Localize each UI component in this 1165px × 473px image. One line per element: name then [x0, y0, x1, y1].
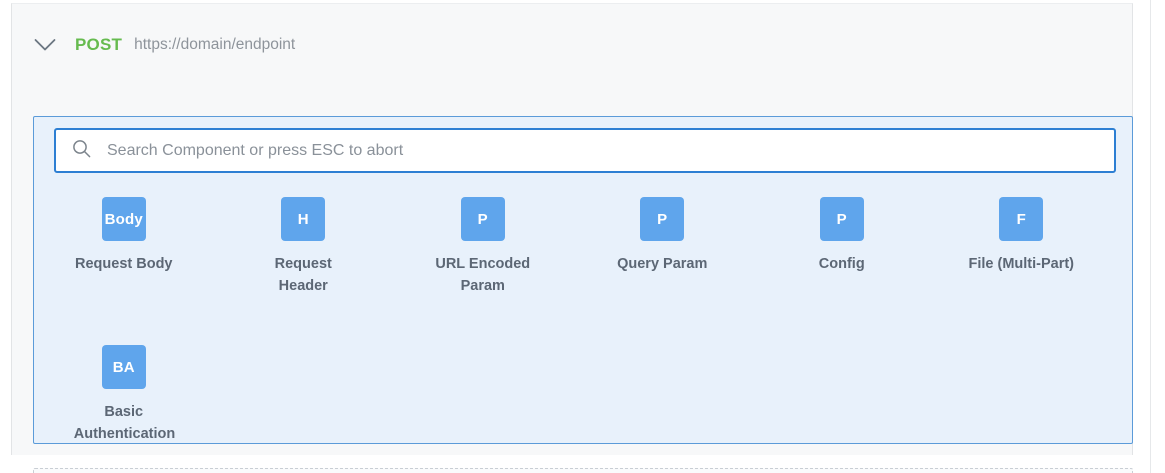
- component-item-config[interactable]: P Config: [752, 197, 932, 297]
- component-label: Request Body: [75, 256, 173, 272]
- component-item-request-header[interactable]: H Request Header: [214, 197, 394, 297]
- component-label: Basic Authentication: [73, 404, 176, 442]
- component-palette-panel: Body Request Body H Request Header P URL…: [33, 116, 1133, 444]
- component-badge: P: [640, 197, 685, 241]
- component-badge: P: [460, 197, 505, 241]
- component-grid-row: BA Basic Authentication: [34, 345, 1134, 445]
- component-item-url-encoded-param[interactable]: P URL Encoded Param: [393, 197, 573, 297]
- component-label: Query Param: [617, 256, 708, 272]
- component-item-file-multi-part[interactable]: F File (Multi-Part): [932, 197, 1112, 297]
- component-badge: BA: [101, 345, 146, 389]
- component-grid: Body Request Body H Request Header P URL…: [34, 197, 1134, 445]
- component-item-query-param[interactable]: P Query Param: [573, 197, 753, 297]
- component-item-basic-authentication[interactable]: BA Basic Authentication: [34, 345, 214, 445]
- component-label: Config: [818, 256, 865, 272]
- request-url: https://domain/endpoint: [134, 36, 296, 53]
- component-badge: P: [819, 197, 864, 241]
- request-header: POST https://domain/endpoint: [11, 3, 1133, 87]
- component-label: Request Header: [274, 256, 332, 294]
- right-divider: [1150, 0, 1151, 473]
- component-badge: F: [999, 197, 1044, 241]
- component-badge: H: [281, 197, 326, 241]
- component-item-request-body[interactable]: Body Request Body: [34, 197, 214, 297]
- component-grid-row: Body Request Body H Request Header P URL…: [34, 197, 1134, 297]
- search-field-wrapper[interactable]: [54, 128, 1116, 173]
- chevron-down-icon[interactable]: [32, 32, 58, 58]
- add-component-dropzone[interactable]: [33, 468, 1133, 473]
- component-label: URL Encoded Param: [435, 256, 531, 294]
- search-input[interactable]: [105, 130, 1065, 171]
- component-badge: Body: [101, 197, 146, 241]
- component-label: File (Multi-Part): [968, 256, 1075, 272]
- request-method: POST: [75, 35, 123, 54]
- search-icon: [72, 139, 91, 163]
